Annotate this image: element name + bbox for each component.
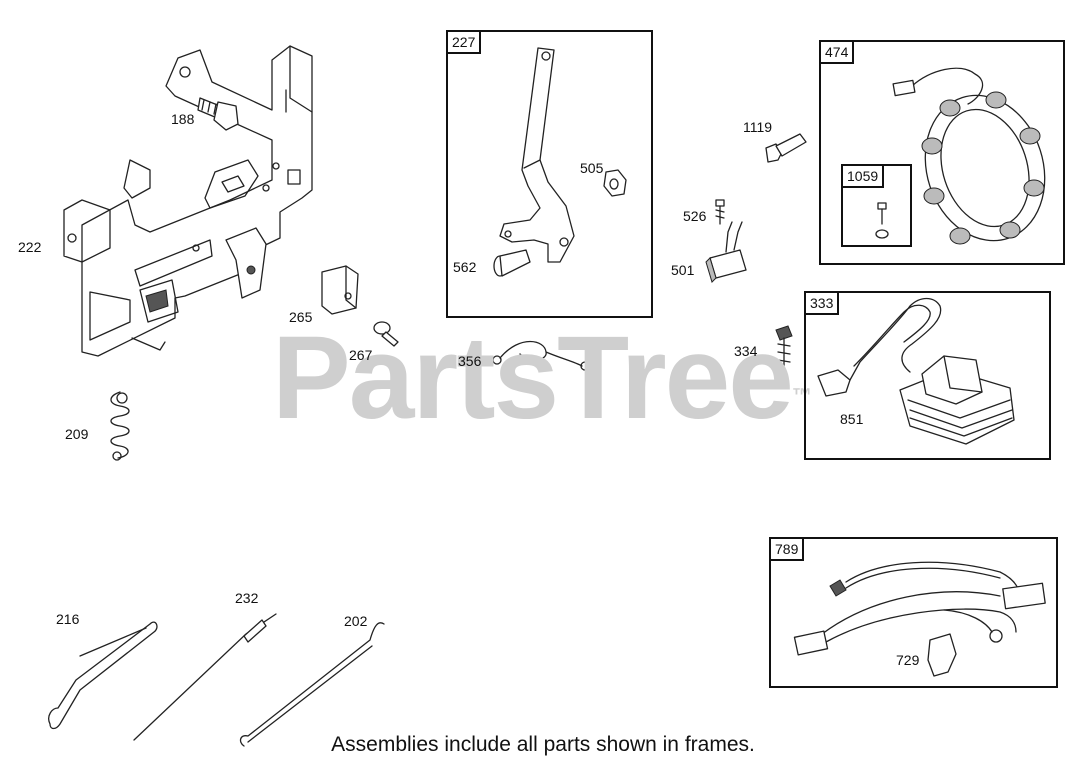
part-label-356[interactable]: 356 xyxy=(458,353,482,369)
watermark-text: PartsTree xyxy=(272,312,794,444)
spring-209-drawing xyxy=(110,391,130,461)
frame-333: 333 xyxy=(804,291,1051,460)
part-label-729[interactable]: 729 xyxy=(896,652,920,668)
clip-265-drawing xyxy=(321,265,359,315)
part-label-526[interactable]: 526 xyxy=(683,208,707,224)
part-label-202[interactable]: 202 xyxy=(344,613,368,629)
screw-334-drawing xyxy=(775,325,793,367)
frame-1059: 1059 xyxy=(841,164,912,247)
trademark-mark: ™ xyxy=(791,385,812,407)
bolt-1119-drawing xyxy=(765,133,807,163)
nut-505-drawing xyxy=(603,169,627,197)
part-label-267[interactable]: 267 xyxy=(349,347,373,363)
part-label-1119[interactable]: 1119 xyxy=(743,119,773,135)
part-label-851[interactable]: 851 xyxy=(840,411,864,427)
part-label-209[interactable]: 209 xyxy=(65,426,89,442)
part-label-505[interactable]: 505 xyxy=(580,160,604,176)
screw-562-drawing xyxy=(493,249,531,277)
rod-216-drawing xyxy=(48,621,158,730)
rod-202-drawing xyxy=(239,622,385,747)
frame-789-tag[interactable]: 789 xyxy=(769,537,805,561)
part-label-265[interactable]: 265 xyxy=(289,309,313,325)
bolt-188-drawing xyxy=(197,97,239,131)
frame-227: 227 xyxy=(446,30,653,318)
frame-227-tag[interactable]: 227 xyxy=(446,30,482,54)
frame-789: 789 xyxy=(769,537,1058,688)
part-label-216[interactable]: 216 xyxy=(56,611,80,627)
frame-333-tag[interactable]: 333 xyxy=(804,291,840,315)
frame-1059-tag[interactable]: 1059 xyxy=(841,164,885,188)
link-356-drawing xyxy=(492,341,590,371)
part-label-222[interactable]: 222 xyxy=(18,239,42,255)
part-label-334[interactable]: 334 xyxy=(734,343,758,359)
module-501-drawing xyxy=(705,221,747,283)
harness-789-drawing xyxy=(793,561,1046,677)
part-label-562[interactable]: 562 xyxy=(453,259,477,275)
frame-474: 474 xyxy=(819,40,1065,265)
part-label-188[interactable]: 188 xyxy=(171,111,195,127)
screw-267-drawing xyxy=(373,321,399,347)
part-label-232[interactable]: 232 xyxy=(235,590,259,606)
coil-333-drawing xyxy=(817,297,1015,445)
bracket-222-drawing xyxy=(63,45,313,357)
lever-227-drawing xyxy=(499,47,575,263)
watermark: PartsTree™ xyxy=(272,318,812,438)
alternator-474-drawing xyxy=(892,67,1046,245)
screw-1059-drawing xyxy=(875,202,889,239)
screw-526-drawing xyxy=(715,199,725,225)
frame-474-tag[interactable]: 474 xyxy=(819,40,855,64)
part-label-501[interactable]: 501 xyxy=(671,262,695,278)
assemblies-note: Assemblies include all parts shown in fr… xyxy=(331,733,755,756)
cable-232-drawing xyxy=(133,613,277,741)
